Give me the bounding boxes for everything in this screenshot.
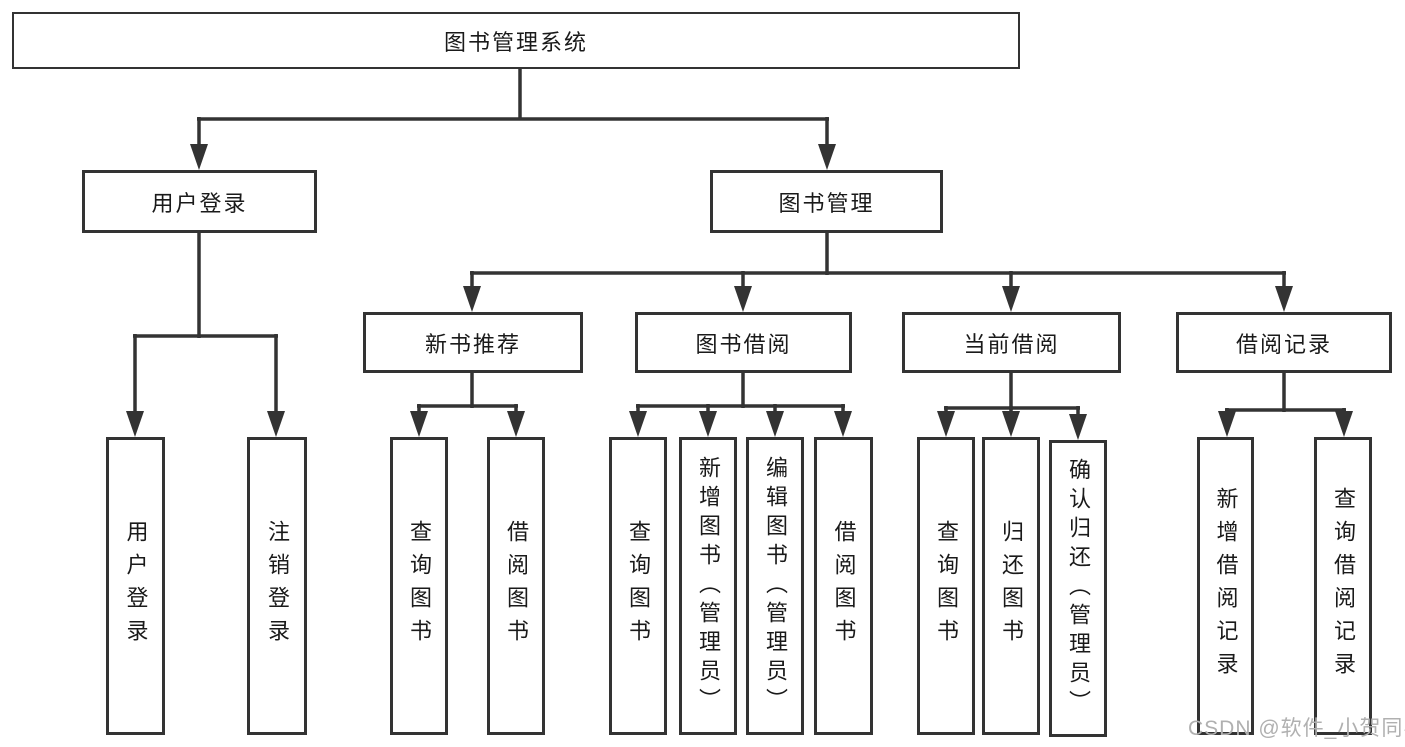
- node-new-book-recommend-label: 新书推荐: [424, 331, 521, 357]
- node-user-login-branch: 用户登录: [82, 170, 317, 233]
- node-user-login-branch-label: 用户登录: [151, 190, 248, 216]
- node-query-books-recommend: 查询图书: [390, 437, 448, 735]
- connector-book-borrowing-to-leaves: [629, 373, 852, 437]
- node-return-books-label: 归还图书: [999, 520, 1024, 652]
- node-edit-books-admin: 编辑图书（管理员）: [746, 437, 804, 735]
- node-borrow-books-recommend-label: 借阅图书: [504, 520, 529, 652]
- node-add-borrow-record-label: 新增借阅记录: [1213, 487, 1239, 685]
- node-borrowing-records-label: 借阅记录: [1235, 331, 1332, 357]
- node-query-books-current: 查询图书: [917, 437, 975, 735]
- node-query-books-recommend-label: 查询图书: [407, 520, 432, 652]
- node-book-borrowing: 图书借阅: [635, 312, 852, 373]
- node-logout: 注销登录: [247, 437, 307, 735]
- node-query-borrow-record: 查询借阅记录: [1314, 437, 1372, 735]
- node-book-management-branch-label: 图书管理: [778, 190, 875, 216]
- node-borrowing-records: 借阅记录: [1176, 312, 1392, 373]
- csdn-watermark: CSDN @软件_小贺同学: [1188, 717, 1405, 740]
- node-user-login-label: 用户登录: [123, 520, 149, 652]
- node-confirm-return-admin-label: 确认归还（管理员）: [1066, 458, 1091, 719]
- node-borrow-books-borrowing: 借阅图书: [814, 437, 873, 735]
- node-add-books-admin: 新增图书（管理员）: [679, 437, 737, 735]
- node-query-books-current-label: 查询图书: [934, 520, 959, 652]
- node-user-login: 用户登录: [106, 437, 165, 735]
- node-new-book-recommend: 新书推荐: [363, 312, 583, 373]
- node-add-books-admin-label: 新增图书（管理员）: [696, 455, 721, 717]
- node-return-books: 归还图书: [982, 437, 1040, 735]
- node-book-borrowing-label: 图书借阅: [695, 331, 792, 357]
- connector-user-login-to-leaves: [126, 233, 285, 437]
- node-book-management-system-label: 图书管理系统: [443, 29, 588, 55]
- node-edit-books-admin-label: 编辑图书（管理员）: [763, 455, 788, 717]
- node-query-books-borrowing: 查询图书: [609, 437, 667, 735]
- connector-new-book-recommend-to-leaves: [410, 373, 525, 437]
- node-query-borrow-record-label: 查询借阅记录: [1331, 487, 1356, 685]
- node-book-management-system: 图书管理系统: [12, 12, 1020, 69]
- connector-borrowing-records-to-leaves: [1218, 373, 1353, 437]
- node-confirm-return-admin: 确认归还（管理员）: [1049, 440, 1107, 737]
- connector-root-to-level1: [190, 68, 836, 170]
- node-logout-label: 注销登录: [265, 520, 290, 652]
- node-current-borrowing: 当前借阅: [902, 312, 1121, 373]
- node-query-books-borrowing-label: 查询图书: [626, 520, 651, 652]
- node-add-borrow-record: 新增借阅记录: [1197, 437, 1254, 735]
- node-book-management-branch: 图书管理: [710, 170, 943, 233]
- node-borrow-books-borrowing-label: 借阅图书: [831, 520, 857, 652]
- node-current-borrowing-label: 当前借阅: [963, 331, 1060, 357]
- connector-book-management-to-level2: [463, 233, 1293, 312]
- connector-current-borrowing-to-leaves: [937, 373, 1087, 440]
- node-borrow-books-recommend: 借阅图书: [487, 437, 545, 735]
